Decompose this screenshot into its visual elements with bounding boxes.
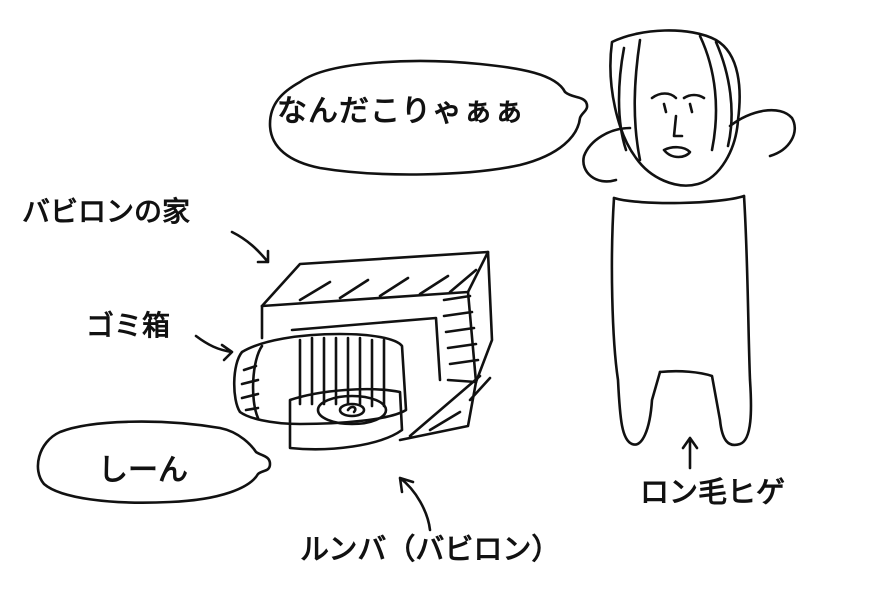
arrow-babylon-house bbox=[230, 230, 270, 264]
trash-box-sketch bbox=[232, 332, 408, 426]
speech-bubble-silence bbox=[36, 420, 272, 504]
label-roomba: ルンバ（バビロン） bbox=[300, 532, 561, 566]
speech-shout-text: なんだこりゃぁぁ bbox=[277, 94, 525, 129]
speech-bubble-shout bbox=[268, 59, 589, 176]
long-hair-man-sketch bbox=[582, 29, 797, 447]
babylon-house-sketch bbox=[260, 250, 494, 442]
label-babylon-house: バビロンの家 bbox=[22, 195, 191, 228]
arrow-trash-box bbox=[194, 334, 234, 362]
label-trash-box: ゴミ箱 bbox=[86, 309, 171, 342]
arrow-long-hair bbox=[681, 436, 699, 470]
arrow-roomba bbox=[398, 476, 432, 532]
roomba-sketch bbox=[288, 387, 404, 451]
speech-silence-text: しーん bbox=[98, 453, 188, 488]
label-long-hair-beard: ロン毛ヒゲ bbox=[640, 475, 786, 509]
